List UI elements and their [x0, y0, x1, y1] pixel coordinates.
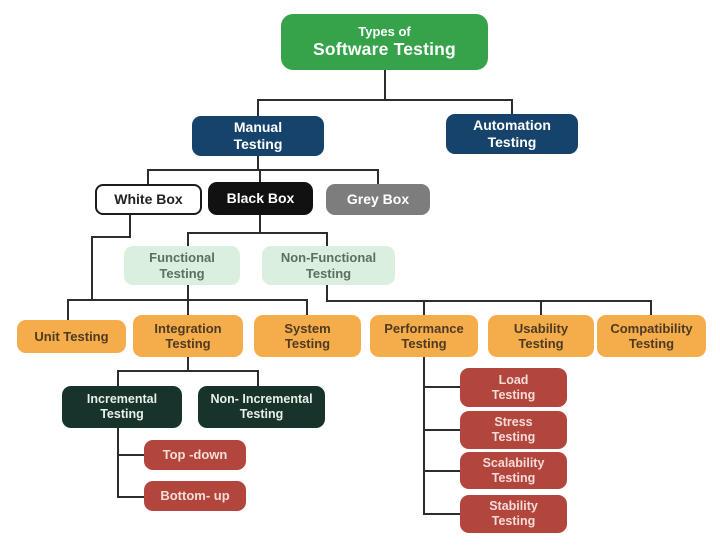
node-white-box: White Box	[95, 184, 202, 215]
node-system-testing: System Testing	[254, 315, 361, 357]
node-scalability-testing: Scalability Testing	[460, 452, 567, 489]
node-label: Grey Box	[346, 191, 410, 208]
node-non-incremental-testing: Non- Incremental Testing	[198, 386, 325, 428]
node-automation-testing: Automation Testing	[446, 114, 578, 154]
node-load-testing: Load Testing	[460, 368, 567, 407]
node-label: Stability Testing	[489, 499, 538, 528]
node-label: Functional Testing	[149, 250, 215, 281]
node-label: White Box	[114, 191, 183, 208]
node-label: Top -down	[162, 447, 228, 463]
node-black-box: Black Box	[208, 182, 313, 215]
node-top-down: Top -down	[144, 440, 246, 470]
node-manual-testing: Manual Testing	[192, 116, 324, 156]
node-functional-testing: Functional Testing	[124, 246, 240, 285]
node-label: Automation Testing	[473, 117, 551, 150]
node-label: Stress Testing	[491, 415, 536, 444]
node-label: Integration Testing	[154, 320, 222, 351]
node-types-of-software-testing: Types of Software Testing	[281, 14, 488, 70]
node-grey-box: Grey Box	[326, 184, 430, 215]
diagram-title-line1: Types of	[358, 23, 411, 39]
node-label: Manual Testing	[233, 119, 283, 152]
node-non-functional-testing: Non-Functional Testing	[262, 246, 395, 285]
node-label: Load Testing	[491, 372, 536, 402]
diagram-title-line2: Software Testing	[313, 39, 456, 60]
node-label: Incremental Testing	[86, 392, 158, 421]
node-integration-testing: Integration Testing	[133, 315, 243, 357]
node-label: Unit Testing	[34, 328, 109, 344]
node-label: Usability Testing	[513, 320, 569, 351]
node-bottom-up: Bottom- up	[144, 481, 246, 511]
node-performance-testing: Performance Testing	[370, 315, 478, 357]
node-usability-testing: Usability Testing	[488, 315, 594, 357]
node-stability-testing: Stability Testing	[460, 495, 567, 533]
node-unit-testing: Unit Testing	[17, 320, 126, 353]
node-label: Compatibility Testing	[610, 320, 693, 351]
node-label: Black Box	[226, 190, 295, 207]
node-incremental-testing: Incremental Testing	[62, 386, 182, 428]
node-compatibility-testing: Compatibility Testing	[597, 315, 706, 357]
node-label: Performance Testing	[384, 320, 464, 351]
node-stress-testing: Stress Testing	[460, 411, 567, 449]
node-label: System Testing	[284, 320, 331, 351]
node-label: Non-Functional Testing	[280, 250, 377, 281]
node-label: Bottom- up	[160, 488, 230, 504]
node-label: Non- Incremental Testing	[210, 392, 313, 421]
node-label: Scalability Testing	[482, 455, 545, 485]
